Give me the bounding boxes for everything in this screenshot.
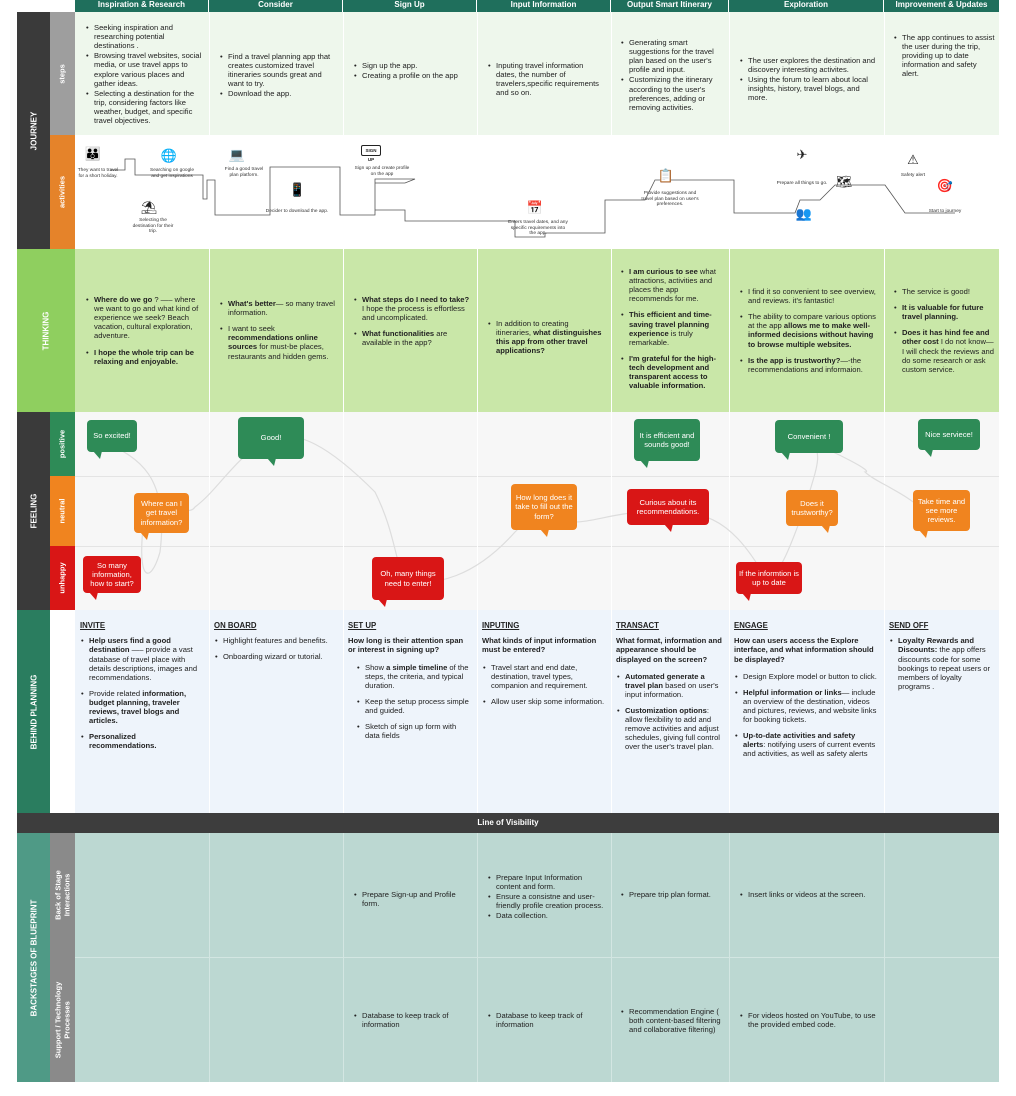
support-signup: Database to keep track of information [348,1008,476,1033]
feeling-bubble-12: Nice serviece! [918,419,980,457]
globe-search-icon: 🌐 [160,148,178,163]
activity-11-label: Start to journey [928,209,962,214]
behind-engage: ENGAGE How can users access the Explore … [729,618,884,769]
feeling-bubble-7: It is efficient and sounds good! [634,419,700,468]
steps-inspiration: Seeking inspiration and researching pote… [80,20,208,129]
feeling-bubble-2: Where can I get travel information? [134,493,189,540]
activity-4-label: Find a good travel plan platform. [224,167,264,178]
feeling-bubble-9: Convenient ! [775,420,843,460]
section-behind-planning: BEHIND PLANNING [17,610,50,813]
steps-input: Inputing travel information dates, the n… [482,58,610,101]
stage-header-signup: Sign Up [343,0,477,12]
thinking-output: I am curious to see what attractions, ac… [615,264,728,400]
thinking-consider: What's better— so many travel informatio… [214,296,342,371]
activity-5-label: Decider to download the app. [265,209,329,214]
behind-inputing: INPUTING What kinds of input information… [477,618,611,716]
thinking-signup: What steps do I need to take? I hope the… [348,292,476,358]
thinking-input: In addition to creating itineraries, wha… [482,316,610,359]
section-feeling: FEELING [17,412,50,610]
activities-flow-line [110,158,955,238]
activities-band [75,135,999,249]
activity-3-label: Selecting the destination for their trip… [132,218,174,235]
steps-improvement: The app continues to assist the user dur… [888,30,1000,83]
subrow-neutral: neutral [50,476,75,546]
subrow-back-stage: Back of Stage Interactions [50,833,75,957]
feeling-bubble-4: Good! [238,417,304,466]
support-exploration: For videos hosted on YouTube, to use the… [734,1008,884,1033]
itinerary-list-icon: 📋 [657,168,675,183]
beach-umbrella-icon: ⛱ [140,200,158,215]
behind-setup: SET UP How long is their attention span … [343,618,477,750]
activity-7-label: Enters travel dates, and any specific re… [508,220,568,237]
steps-exploration: The user explores the destination and di… [734,53,884,107]
thinking-inspiration: Where do we go ? —– where we want to go … [80,292,208,376]
subrow-support: Support / Technology Processes [50,957,75,1082]
activity-2-label: Searching on google and get inspirations [150,168,195,179]
behind-onboard: ON BOARD Highlight features and benefits… [209,618,343,672]
feeling-bubble-8: Curious about its recommendations. [627,489,709,532]
activity-9-label: Prepare all things to go. [776,181,828,186]
support-output: Recommendation Engine ( both content-bas… [615,1004,728,1038]
behind-invite: INVITE Help users find a good destinatio… [75,618,209,761]
activity-6-label: Sign up and create profile on the app [354,166,410,177]
stage-header-exploration: Exploration [729,0,884,12]
subrow-steps: steps [50,12,75,135]
feeling-bubble-6: How long does it take to fill out the fo… [511,484,577,537]
backstage-exploration: Insert links or videos at the screen. [734,887,884,903]
feeling-bubble-5: Oh, many things need to enter! [372,557,444,607]
steps-signup: Sign up the app.Creating a profile on th… [348,58,476,84]
safety-alert-icon: ⚠ [907,152,919,167]
travel-map-icon: 🗺 [835,174,853,189]
line-of-visibility: Line of Visibility [17,813,999,833]
subrow-unhappy: unhappy [50,546,75,610]
feeling-bubble-1: So excited! [87,420,137,459]
phone-download-icon: 📱 [289,182,306,197]
section-thinking: THINKING [17,249,75,412]
steps-output: Generating smart suggestions for the tra… [615,35,727,116]
laptop-icon: 💻 [228,147,246,162]
behind-transact: TRANSACT What format, information and ap… [611,618,729,762]
feeling-bubble-10: Does it trustworthy? [786,490,838,533]
behind-sendoff: SEND OFF Loyalty Rewards and Discounts: … [884,618,999,695]
feeling-bubble-3: So many information, how to start? [83,556,141,600]
support-input: Database to keep track of information [482,1008,610,1033]
steps-consider: Find a travel planning app that creates … [214,49,342,103]
thinking-exploration: I find it so convenient to see overview,… [734,284,884,384]
subrow-activities: activities [50,135,75,249]
activity-1-label: They want to travel for a short holiday. [77,168,119,179]
stage-header-improvement: Improvement & Updates [884,0,999,12]
section-journey: JOURNEY [17,12,50,249]
calendar-icon: 📅 [526,200,544,215]
activity-8-label: Provide suggestions and travel plan base… [641,191,699,208]
feeling-bubble-13: Take time and see more reviews. [913,490,970,538]
family-icon: 👪 [84,146,102,161]
feeling-bubble-11: If the informtion is up to date [736,562,802,601]
backstage-signup: Prepare Sign-up and Profile form. [348,887,476,912]
backstage-output: Prepare trip plan format. [615,887,728,903]
airplane-icon: ✈ [796,147,808,162]
thinking-improvement: The service is good! It is valuable for … [888,284,1000,384]
backstage-input: Prepare Input Information content and fo… [482,870,610,925]
stage-header-inspiration: Inspiration & Research [75,0,209,12]
subrow-positive: positive [50,412,75,476]
section-backstage: BACKSTAGES OF BLUEPRINT [17,833,50,1082]
people-icon: 👥 [795,206,813,221]
stage-header-input: Input Information [477,0,611,12]
stage-header-consider: Consider [209,0,343,12]
target-icon: 🎯 [936,178,954,193]
signup-icon: SIGN UP [361,145,381,162]
stage-header-output: Output Smart Itinerary [611,0,729,12]
activity-10-label: Safety alert [900,173,926,178]
